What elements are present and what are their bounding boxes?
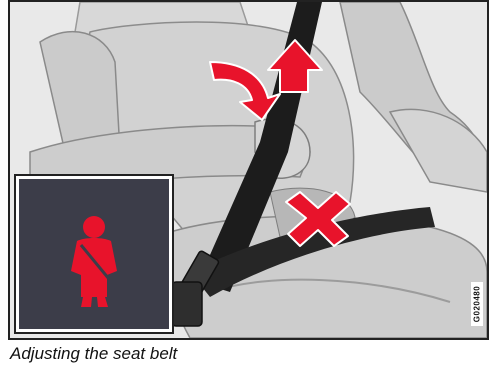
figure-caption: Adjusting the seat belt [10, 344, 177, 364]
warning-inset [16, 176, 172, 332]
reference-code-text: G020480 [473, 286, 482, 322]
reference-code-label: G020480 [471, 282, 483, 326]
seatbelt-reminder-icon [19, 179, 169, 329]
buckle-receiver [172, 282, 202, 326]
illustration-figure: G020480 [8, 0, 489, 340]
